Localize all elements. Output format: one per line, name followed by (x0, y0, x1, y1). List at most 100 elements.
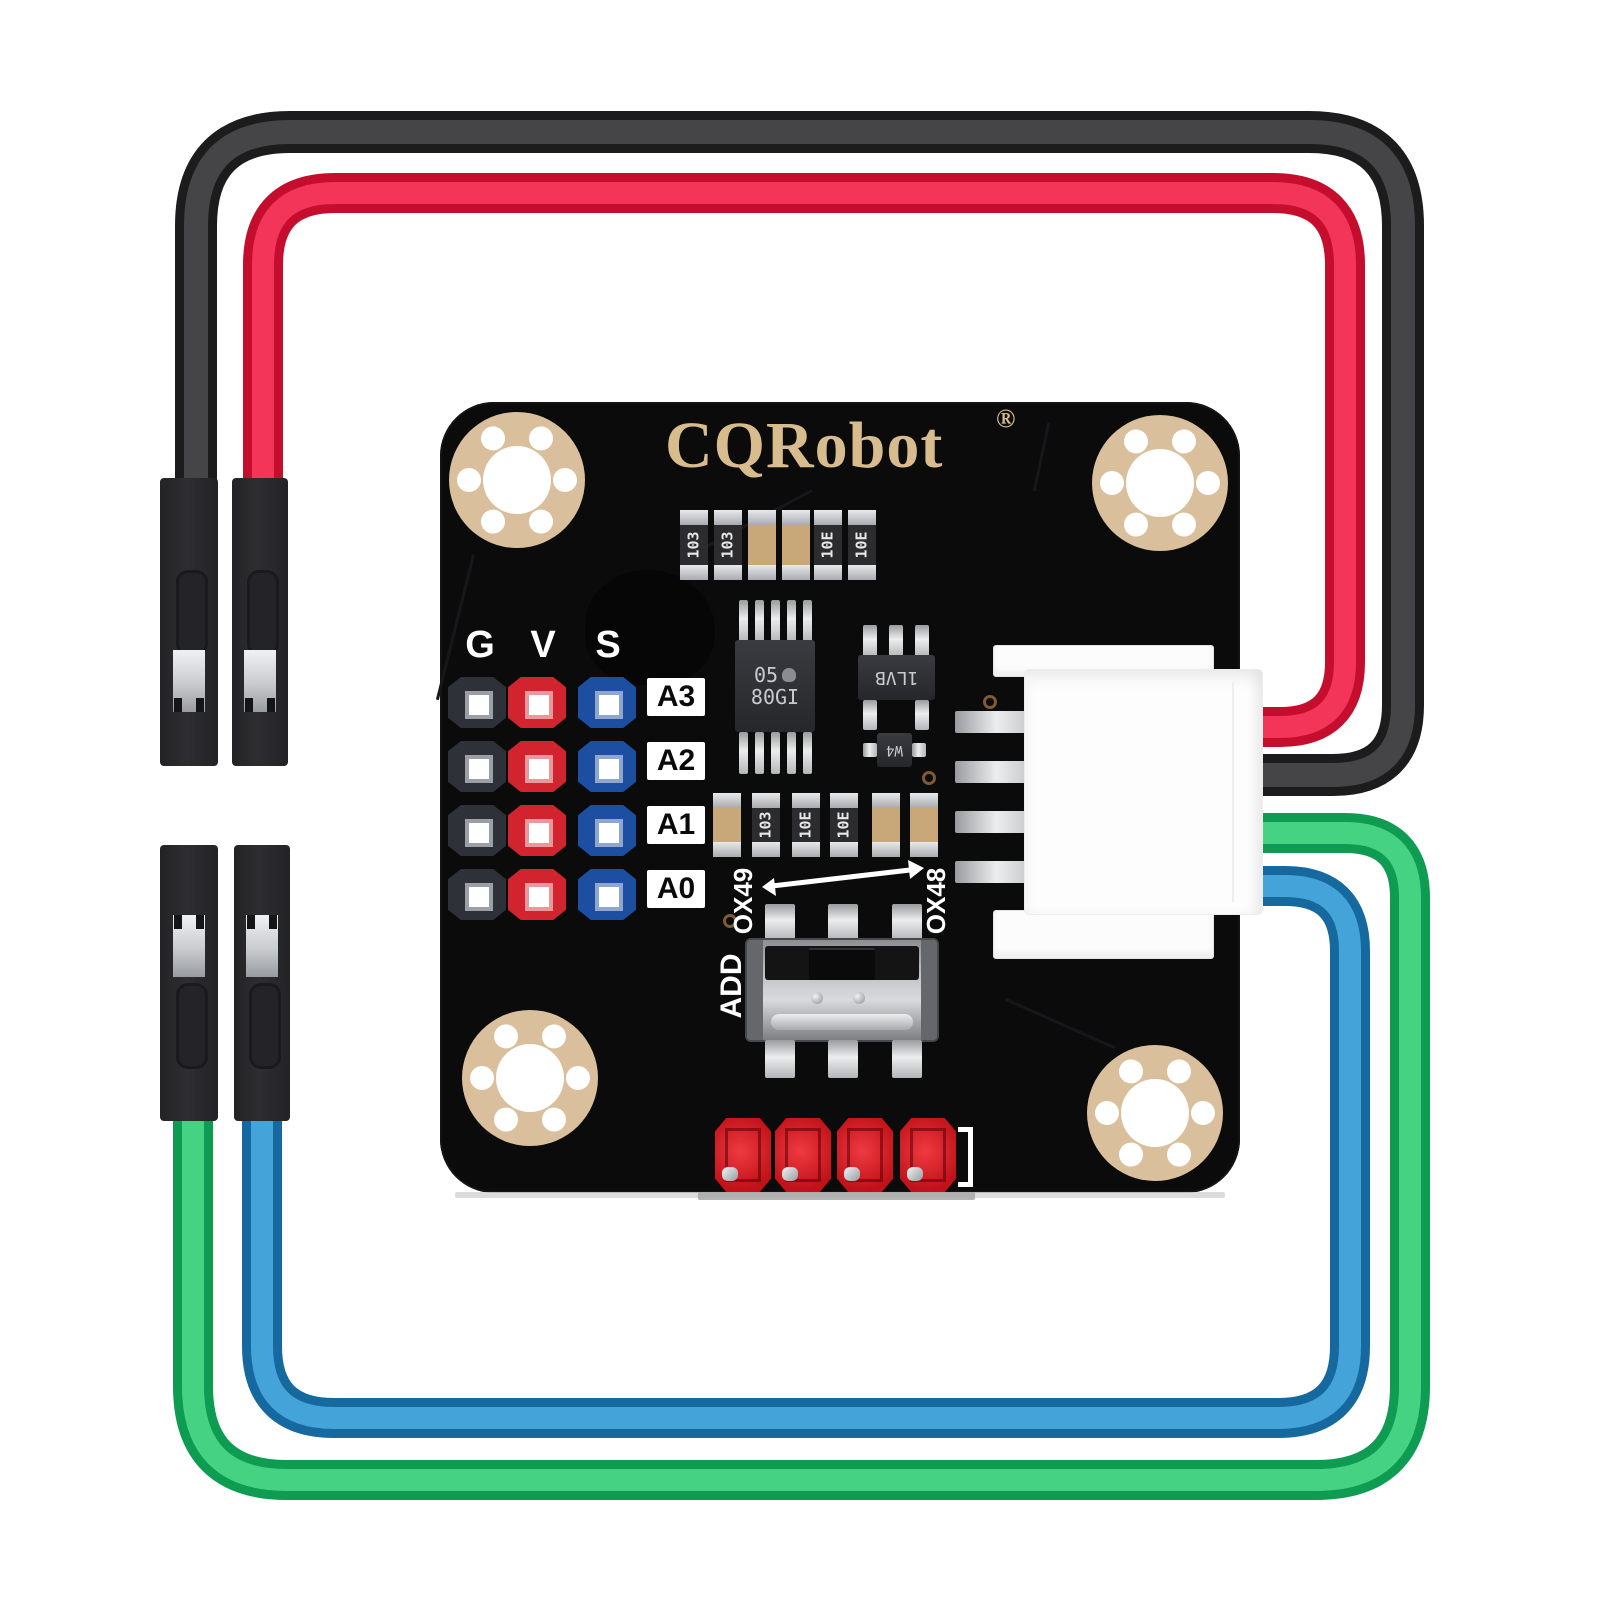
hole-dot (537, 1103, 571, 1136)
hole-dot (1114, 1055, 1148, 1088)
channel-label-a2: A2 (647, 742, 705, 780)
header-pin (448, 805, 506, 856)
chip-marking: 1LVB (874, 667, 919, 688)
smd-resistor: 10E (814, 510, 842, 580)
pcb-trace (1032, 422, 1051, 492)
hole-dot (1100, 471, 1124, 495)
jumper-connector-blue (234, 845, 290, 1121)
via (922, 771, 936, 785)
hole-dot (524, 505, 558, 538)
channel-label-a3: A3 (647, 678, 705, 716)
header-pin (508, 677, 566, 728)
smd-resistor: 103 (752, 793, 780, 857)
smd-resistor: 103 (714, 510, 742, 580)
regulator-chip: 1LVB (858, 625, 935, 730)
pcb-trace (1004, 997, 1116, 1050)
chip-pin (755, 600, 764, 642)
via (723, 914, 737, 928)
hole-dot (1162, 1055, 1196, 1088)
pin-label-v: V (530, 624, 556, 666)
chip-pin (803, 600, 812, 642)
chip-pin (739, 732, 748, 774)
hole-dot (489, 1020, 523, 1053)
header-pin (578, 805, 636, 856)
pin-column-ground (448, 677, 506, 920)
red-header-cell (775, 1118, 831, 1192)
header-pin (508, 869, 566, 920)
turtle-logo-silhouette (585, 570, 715, 685)
smd-capacitor (910, 793, 938, 857)
channel-label-a0: A0 (647, 870, 705, 908)
hole-dot (1167, 508, 1201, 541)
switch-pin (765, 1040, 795, 1078)
pin-column-voltage (508, 677, 566, 920)
chip-pin (771, 732, 780, 774)
red-header-cell (715, 1118, 771, 1192)
smd-capacitor (872, 793, 900, 857)
mounting-hole-top-right (1092, 415, 1228, 551)
hole-dot (1191, 1101, 1215, 1125)
switch-direction-arrow (762, 860, 924, 896)
smd-resistor: 10E (792, 793, 820, 857)
smd-resistor: 10E (848, 510, 876, 580)
metal-contact (173, 915, 205, 977)
hole-dot (457, 468, 481, 492)
switch-base (771, 1014, 913, 1030)
hole-dot (1119, 425, 1153, 458)
switch-pin (892, 1040, 922, 1078)
header-pin (578, 869, 636, 920)
latch-slot (176, 570, 208, 656)
hole-dot (1119, 508, 1153, 541)
ti-logo-icon (782, 668, 797, 682)
smd-label: 103 (719, 531, 737, 559)
jst-solder-pin (955, 861, 1047, 883)
pin-label-s: S (595, 624, 621, 666)
sensor-board: CQRobot ® G V S A3 A2 A1 A0 05 (435, 402, 1240, 1193)
switch-track (765, 946, 919, 980)
mounting-hole-bottom-right (1087, 1045, 1223, 1181)
chip-pin (863, 700, 877, 730)
via (983, 695, 997, 709)
smd-label: 10E (853, 531, 871, 559)
hole-dot (1196, 471, 1220, 495)
chip-pin (915, 625, 929, 657)
header-pin (578, 741, 636, 792)
red-header (695, 1113, 985, 1193)
hole-dot (476, 422, 510, 455)
transistor: W4 (863, 733, 926, 767)
chip-pin (889, 625, 903, 657)
board-shadow (698, 1192, 975, 1200)
hole-dot (489, 1103, 523, 1136)
chip-pin (863, 625, 877, 657)
pin-column-signal (578, 677, 636, 920)
jst-solder-pin (955, 811, 1047, 833)
chip-marking: W4 (886, 742, 903, 758)
channel-label-a1: A1 (647, 806, 705, 844)
switch-rivet (853, 992, 865, 1004)
switch-pin (892, 904, 922, 940)
wire-blue-highlight (251, 875, 1361, 1429)
metal-contact (246, 915, 278, 977)
chip-pin (915, 700, 929, 730)
chip-pin (803, 732, 812, 774)
header-pin (448, 677, 506, 728)
wire-green-highlight (182, 822, 1421, 1491)
smd-label: 10E (819, 531, 837, 559)
hole-dot (553, 468, 577, 492)
header-pin (448, 741, 506, 792)
smd-resistor: 103 (680, 510, 708, 580)
jumper-connector-black (160, 478, 218, 766)
mounting-hole-top-left (449, 412, 585, 548)
hole-dot (470, 1066, 494, 1090)
chip-pin (755, 732, 764, 774)
smd-label: 10E (835, 811, 853, 839)
brand-logo: CQRobot (665, 409, 944, 482)
chip-pin (787, 600, 796, 642)
smd-label: 103 (757, 811, 775, 839)
hole-dot (1167, 425, 1201, 458)
jumper-connector-green (160, 845, 218, 1121)
chip-marking-line1: 05 (754, 664, 797, 686)
switch-rivet (811, 992, 823, 1004)
